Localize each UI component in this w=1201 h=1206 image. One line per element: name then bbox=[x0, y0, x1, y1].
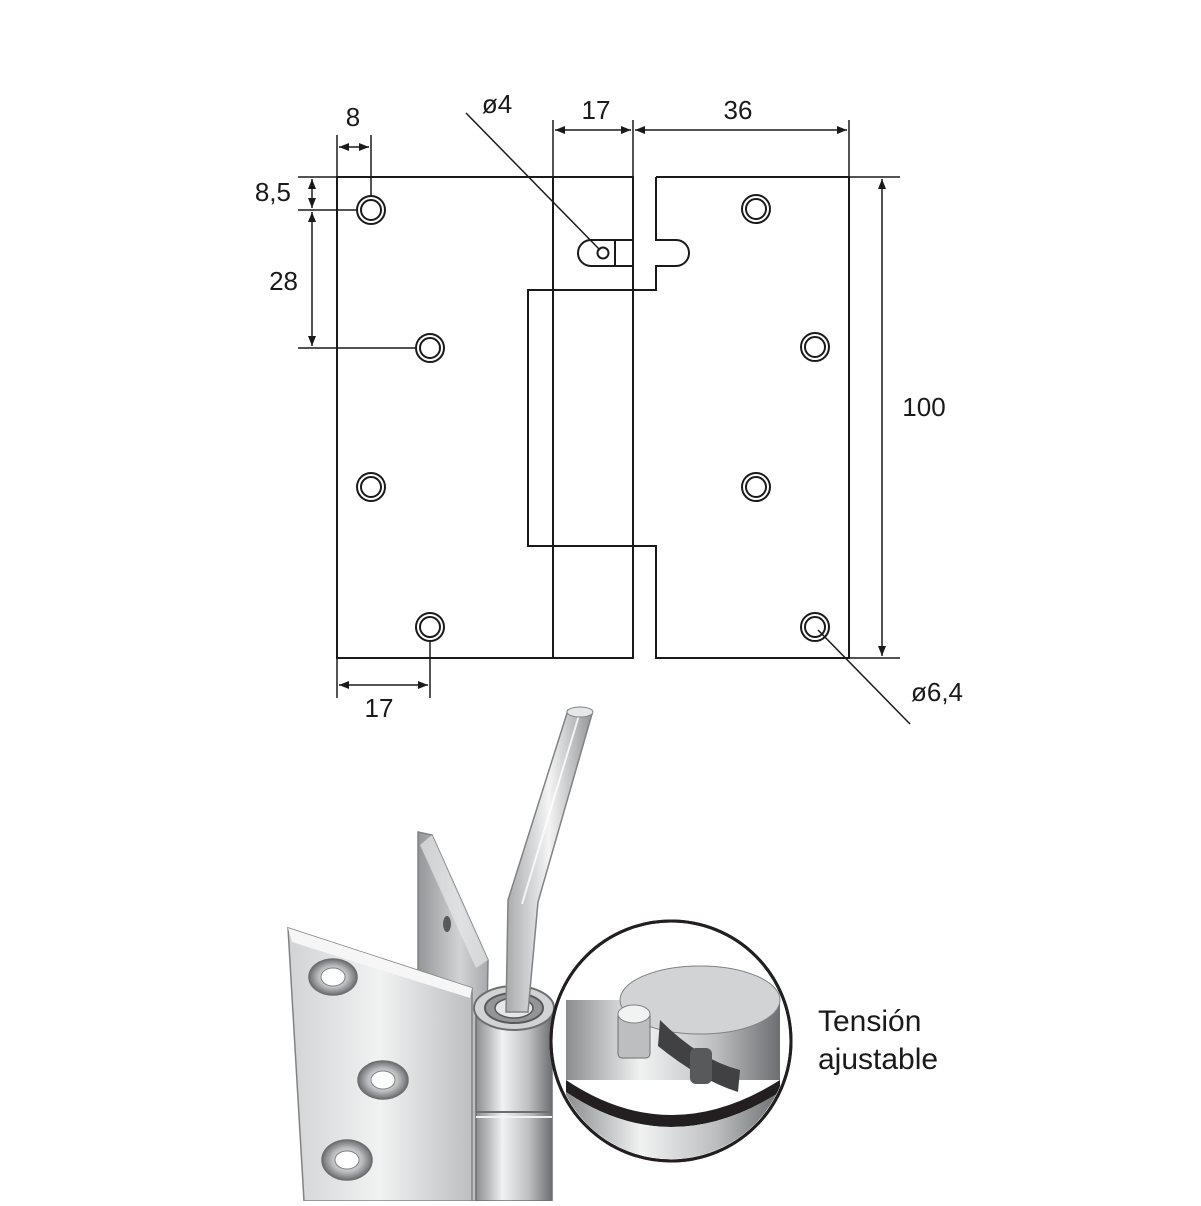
hinge-photo bbox=[287, 706, 793, 1202]
dim-pin-hole-label: ø4 bbox=[482, 89, 512, 119]
screw-holes bbox=[356, 194, 830, 642]
pin-slot bbox=[577, 239, 633, 267]
leaf-screw-holes bbox=[308, 958, 409, 1181]
dim-8-label: 8 bbox=[346, 102, 360, 132]
dim-screw-hole-label: ø6,4 bbox=[911, 677, 963, 707]
leader-pin-hole bbox=[465, 112, 601, 251]
dim-100-label: 100 bbox=[902, 392, 945, 422]
tongue-outline bbox=[527, 289, 633, 547]
dim-28-label: 28 bbox=[269, 266, 298, 296]
dimension-lines bbox=[298, 112, 911, 725]
tension-detail-magnifier bbox=[549, 919, 793, 1163]
caption-line-2: ajustable bbox=[818, 1043, 938, 1076]
knuckle-strip bbox=[552, 176, 634, 659]
dim-17-bottom-label: 17 bbox=[365, 693, 394, 723]
hinge-barrel bbox=[475, 1007, 553, 1202]
left-leaf-outline bbox=[336, 176, 554, 659]
caption-line-1: Tensión bbox=[818, 1005, 921, 1038]
technical-drawing bbox=[336, 176, 850, 659]
right-leaf-outline bbox=[633, 176, 850, 659]
dim-36-label: 36 bbox=[724, 95, 753, 125]
leader-screw-hole bbox=[817, 629, 911, 725]
dim-17-top-label: 17 bbox=[582, 95, 611, 125]
pin-hole bbox=[596, 246, 610, 260]
dim-8-5-label: 8,5 bbox=[255, 177, 291, 207]
